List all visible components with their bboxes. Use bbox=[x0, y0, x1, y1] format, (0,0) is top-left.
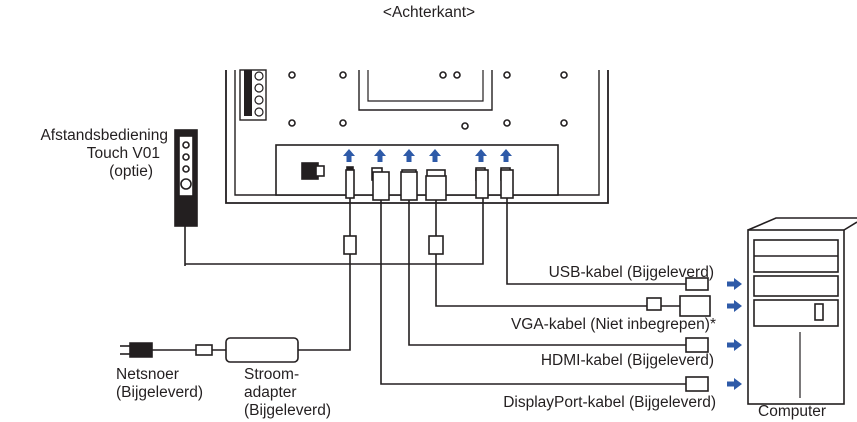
cables bbox=[185, 196, 686, 385]
computer-tower bbox=[747, 217, 857, 405]
computer-label: Computer bbox=[758, 403, 827, 420]
power-cord-label-line2: (Bijgeleverd) bbox=[116, 384, 204, 401]
usb-cable-label: USB-kabel (Bijgeleverd) bbox=[548, 264, 714, 281]
hdmi-cable-label: HDMI-kabel (Bijgeleverd) bbox=[540, 352, 714, 369]
vga-cable-label: VGA-kabel (Niet inbegrepen)* bbox=[510, 316, 716, 333]
cable-end-plugs bbox=[679, 277, 711, 392]
panel-plugs bbox=[345, 169, 514, 201]
computer-arrows bbox=[727, 278, 742, 390]
power-supply bbox=[120, 337, 299, 363]
power-adapter-label-line3: (Bijgeleverd) bbox=[244, 402, 332, 419]
remote-label-line2: Touch V01 bbox=[86, 145, 160, 162]
power-cord-label-line1: Netsnoer bbox=[116, 366, 179, 383]
remote-control bbox=[174, 129, 198, 266]
remote-label-line1: Afstandsbediening bbox=[40, 127, 168, 144]
remote-label-line3: (optie) bbox=[109, 163, 153, 180]
screw-holes bbox=[288, 71, 568, 130]
view-label: <Achterkant> bbox=[382, 4, 476, 21]
power-adapter-label-line2: adapter bbox=[244, 384, 297, 401]
power-adapter-label-line1: Stroom- bbox=[244, 366, 300, 383]
displayport-cable-label: DisplayPort-kabel (Bijgeleverd) bbox=[503, 394, 716, 411]
